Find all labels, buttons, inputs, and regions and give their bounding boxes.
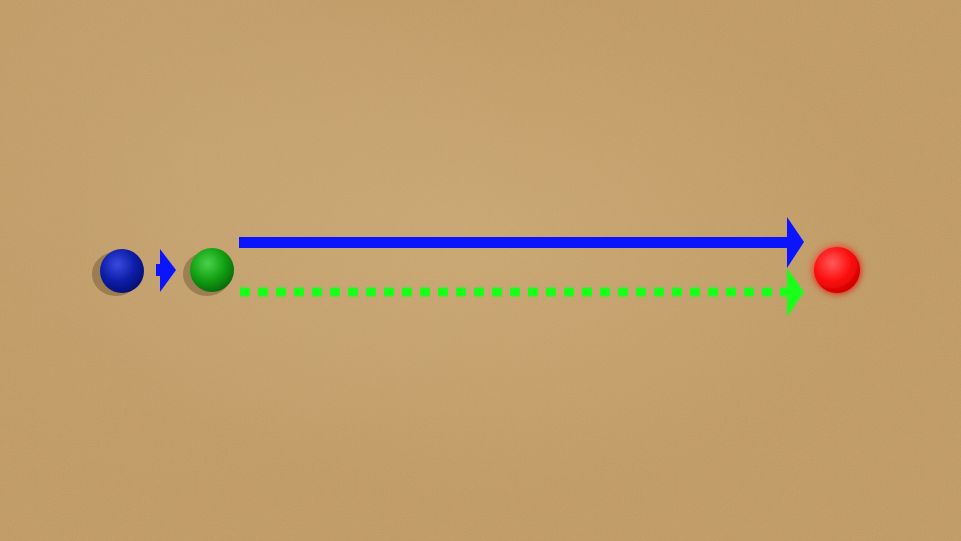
blue-short-arrow xyxy=(156,249,176,292)
green-ball[interactable] xyxy=(190,248,234,292)
red-ball[interactable] xyxy=(814,247,860,293)
blue-ball[interactable] xyxy=(100,249,144,293)
blue-long-arrow xyxy=(239,217,804,268)
green-dashed-arrow xyxy=(240,268,804,317)
